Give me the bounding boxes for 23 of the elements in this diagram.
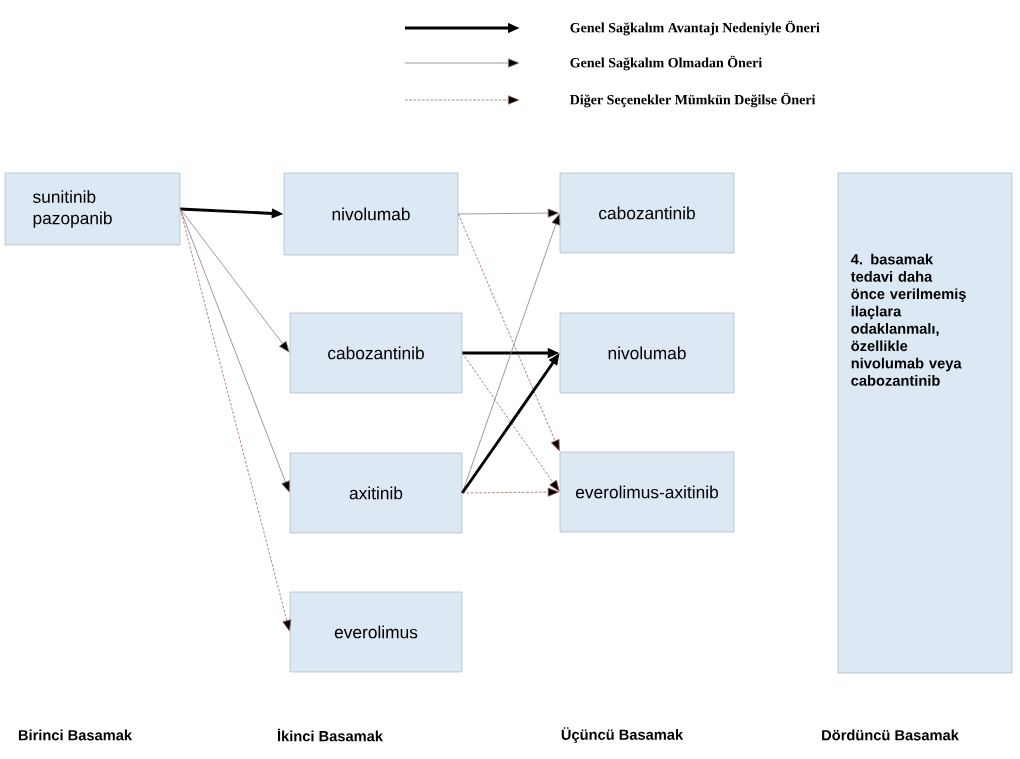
arrow (179, 208, 290, 493)
column-heading: Dördüncü Basamak (822, 729, 959, 741)
process-box: sunitinib pazopanib (4, 172, 181, 246)
process-box: cabozantinib (289, 312, 463, 394)
arrow (457, 213, 560, 452)
arrow (461, 487, 560, 497)
arrow (457, 208, 560, 218)
process-box: axitinib (289, 452, 463, 534)
column-heading: İkinci Basamak (278, 728, 383, 742)
arrow (179, 208, 290, 353)
arrow (179, 208, 292, 632)
column-heading: Üçüncü Basamak (561, 727, 684, 743)
process-box: everolimus (289, 591, 463, 673)
legend-text: Genel Sağkalım Avantajı Nedeniyle Öneri (570, 20, 820, 36)
legend-text: Diğer Seçenekler Mümkün Değilse Öneri (569, 92, 816, 108)
process-box: nivolumab (283, 172, 459, 256)
column-heading: Birinci Basamak (18, 729, 133, 741)
process-box: cabozantinib (559, 172, 735, 254)
note-text: 4. basamak tedavi daha önce verilmemiş ilaçlara odaklanmalı, özellikle nivolumab veya cabozantinib (850, 253, 966, 386)
process-box: everolimus-axitinib (559, 451, 735, 533)
note-box (837, 172, 1013, 674)
legend-text: Genel Sağkalım Olmadan Öneri (570, 55, 763, 71)
process-box: nivolumab (559, 312, 735, 394)
